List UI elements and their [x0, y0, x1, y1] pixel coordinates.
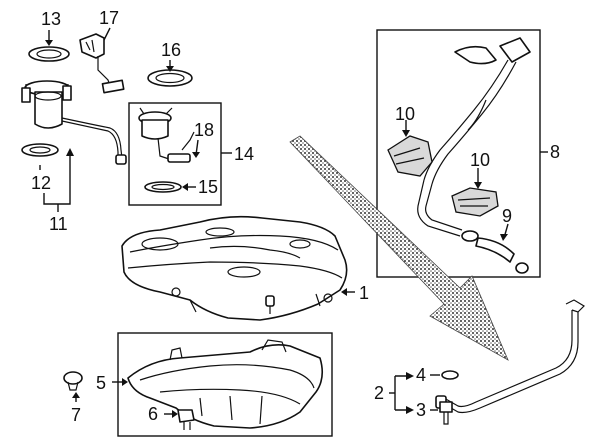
arrowhead-5	[122, 378, 128, 386]
part-4-grommet	[441, 370, 459, 380]
callout-13: 13	[41, 9, 61, 29]
part-filler-pipe	[417, 37, 531, 274]
callout-18: 18	[194, 120, 214, 140]
arrowhead-6	[172, 410, 178, 418]
location-arrow	[289, 135, 509, 361]
part-13-seal-ring	[28, 46, 70, 62]
part-12-o-ring	[21, 143, 59, 157]
arrowhead-10-lower	[474, 182, 482, 189]
callout-16: 16	[161, 40, 181, 60]
arrowhead-15	[182, 183, 188, 191]
callout-2: 2	[374, 383, 384, 403]
arrowhead-11	[66, 148, 74, 156]
sender-assembly-group-box	[128, 102, 222, 206]
callout-12: 12	[31, 173, 51, 193]
part-6-bolt	[177, 409, 195, 430]
leader-11	[43, 150, 71, 205]
arrowhead-10-upper	[402, 130, 410, 137]
part-fuel-level-sender	[138, 107, 195, 163]
arrowhead-13	[45, 40, 53, 46]
arrowhead-3	[406, 406, 414, 414]
callout-10-lower: 10	[470, 150, 490, 170]
callout-10-upper: 10	[395, 104, 415, 124]
callout-15: 15	[198, 177, 218, 197]
callout-3: 3	[416, 400, 426, 420]
part-17-bracket	[79, 33, 125, 94]
leader-2	[394, 375, 410, 411]
callout-9: 9	[502, 206, 512, 226]
arrowhead-7	[72, 392, 80, 398]
part-16-lock-ring	[147, 69, 193, 87]
part-15-seal	[144, 181, 182, 193]
callout-8: 8	[550, 142, 560, 162]
part-1-fuel-tank	[121, 215, 348, 321]
shield-group-box	[117, 332, 333, 437]
part-7-push-nut	[63, 371, 83, 391]
arrowhead-16	[166, 66, 174, 72]
part-3-bolt	[439, 401, 453, 425]
part-10-heat-shield-upper	[387, 135, 433, 177]
callout-14: 14	[234, 144, 254, 164]
arrowhead-9	[500, 234, 508, 241]
callout-5: 5	[96, 373, 106, 393]
callout-7: 7	[71, 405, 81, 425]
arrowhead-1	[341, 288, 347, 296]
callout-17: 17	[99, 8, 119, 28]
filler-pipe-group-box	[376, 29, 541, 278]
arrowhead-4	[406, 372, 414, 380]
part-5-tank-shield	[127, 339, 324, 429]
arrowhead-18	[192, 152, 200, 158]
callout-6: 6	[148, 404, 158, 424]
callout-4: 4	[416, 365, 426, 385]
part-10-heat-shield-lower	[451, 187, 499, 217]
callout-1: 1	[359, 283, 369, 303]
leader-17	[103, 27, 111, 41]
part-fuel-pump-module	[21, 80, 127, 165]
callout-11: 11	[49, 214, 68, 234]
